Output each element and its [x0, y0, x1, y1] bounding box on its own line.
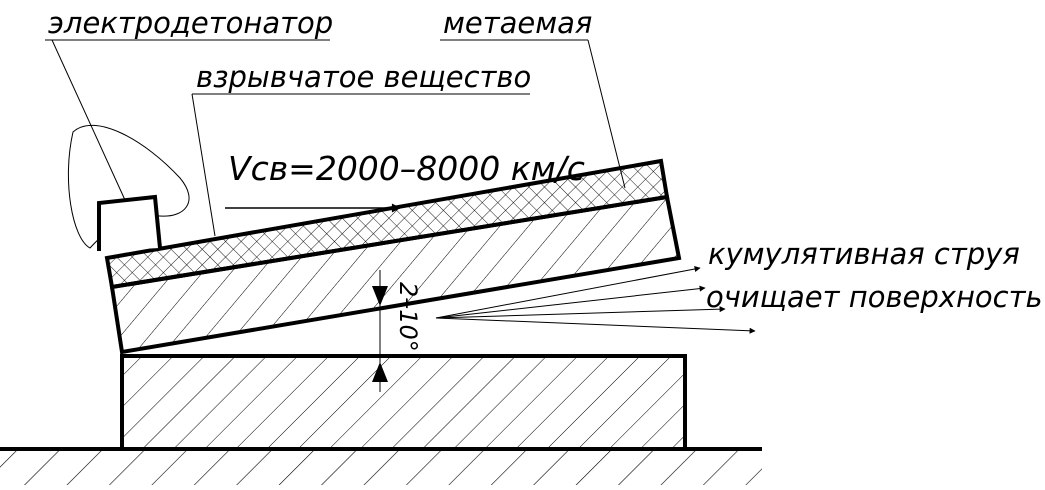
detonator-label: электродетонатор — [48, 6, 333, 40]
explosive-layer — [104, 158, 670, 290]
jet-arrows — [435, 266, 756, 334]
electrodetonator — [67, 124, 190, 251]
velocity-label: Vсв=2000–8000 км/с — [228, 149, 585, 188]
jet-label: кумулятивная струя — [708, 237, 1020, 271]
explosive-label: взрывчатое вещество — [196, 60, 531, 94]
angle-dimension — [372, 270, 388, 392]
cleans-label: очищает поверхность — [706, 280, 1043, 314]
leader-lines — [45, 39, 626, 237]
flyer-label: метаемая — [443, 6, 592, 40]
angle-label: 2–10° — [394, 282, 422, 352]
ground — [0, 447, 762, 485]
base-plate — [120, 354, 687, 451]
